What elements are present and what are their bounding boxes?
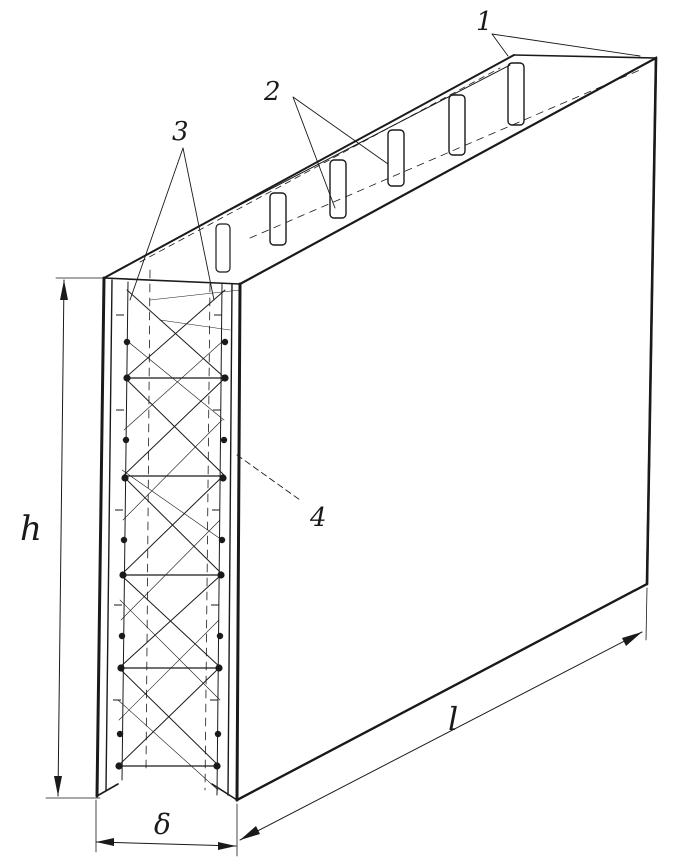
dim-label-h: h [20, 509, 42, 549]
slot [215, 223, 231, 273]
slot [269, 192, 287, 246]
left-wall-outer [95, 276, 106, 798]
lacing [117, 339, 225, 791]
leader-2 [292, 96, 389, 209]
dim-l-line [239, 631, 643, 841]
horizontal-ties [117, 377, 226, 767]
dim-label-delta: δ [154, 808, 171, 841]
lacing [149, 289, 241, 331]
dim-d-line [95, 841, 237, 847]
dim-label-l: l [448, 700, 458, 738]
brace [122, 377, 226, 477]
bolt [213, 762, 221, 770]
dim-d-arrow-right [218, 842, 236, 850]
front-panel [235, 56, 658, 802]
section-top-edge [103, 277, 241, 285]
dimension-lines [45, 277, 648, 857]
top-strip-outer-edge [103, 54, 515, 279]
bolt [123, 374, 131, 382]
brace [117, 667, 220, 767]
brace [124, 289, 226, 379]
right-wall-outer [235, 282, 242, 802]
tick-marks-left [113, 314, 124, 701]
dim-l-arrow-right [622, 632, 642, 646]
bolt [220, 436, 228, 444]
bolt [221, 338, 229, 346]
callout-4: 4 [309, 503, 327, 533]
callout-1: 1 [476, 7, 493, 37]
labels: 1 2 3 4 h l δ [20, 7, 493, 841]
bolt [219, 474, 227, 482]
bolt [117, 664, 125, 672]
top-slots [215, 62, 525, 273]
dim-l-arrow-left [240, 826, 260, 840]
bolts [115, 338, 229, 770]
top-strip-dash-2 [249, 69, 641, 239]
bolt [217, 571, 225, 579]
dim-l-ext-right [645, 587, 648, 641]
slot [507, 62, 525, 126]
bolt [116, 730, 124, 738]
left-end-section [95, 269, 242, 802]
dim-d-arrow-left [96, 838, 114, 846]
bolt [214, 730, 222, 738]
callout-2: 2 [263, 77, 281, 107]
slot [448, 94, 466, 156]
section-bottom-edge [96, 783, 238, 801]
leader-3 [129, 147, 215, 301]
bolt [216, 632, 224, 640]
bolt [118, 632, 126, 640]
bolt [218, 536, 226, 544]
top-strip-inner-edge [229, 64, 511, 211]
bolt [119, 571, 127, 579]
bolt [120, 536, 128, 544]
wall-ticks [113, 314, 222, 701]
brace [118, 574, 222, 669]
callout-3: 3 [172, 117, 189, 147]
dim-h-line [57, 279, 65, 797]
leader-lines [129, 33, 641, 501]
cross-bracing [117, 289, 241, 791]
dim-h-arrow-top [60, 280, 68, 300]
brace [120, 475, 224, 576]
right-rib [204, 283, 211, 791]
front-panel-edge-bottom [235, 582, 649, 802]
front-panel-edge-right [645, 56, 658, 586]
bolt [122, 436, 130, 444]
bolt [115, 762, 123, 770]
bolt [123, 338, 131, 346]
right-wall-inner [227, 283, 233, 796]
slot [387, 129, 405, 187]
tick-marks-right [210, 314, 222, 701]
bolt [215, 664, 223, 672]
bolt [221, 374, 229, 382]
leader-4 [236, 454, 301, 501]
slot [329, 159, 347, 219]
left-rib [121, 281, 129, 781]
top-strip-end [513, 54, 657, 59]
left-wall-inner [105, 279, 113, 791]
leader-1 [491, 33, 641, 57]
bolt [121, 474, 129, 482]
dim-h-arrow-bottom [54, 776, 62, 796]
